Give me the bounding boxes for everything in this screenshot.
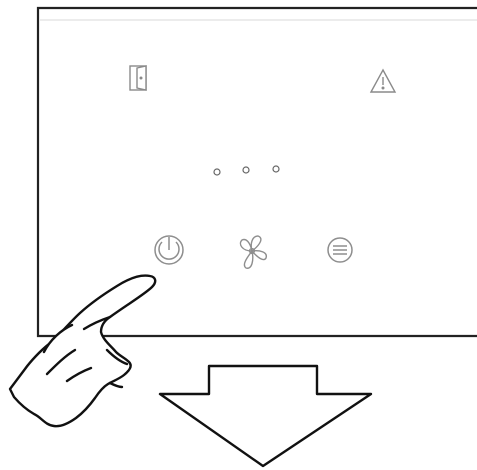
- down-arrow-icon: [160, 366, 371, 466]
- status-dot-3: [273, 166, 279, 172]
- warning-triangle-icon: [371, 70, 395, 92]
- power-button-icon[interactable]: [155, 236, 183, 264]
- fan-icon[interactable]: [240, 236, 266, 268]
- pointing-hand-icon: [10, 276, 155, 427]
- status-dot-1: [214, 169, 220, 175]
- status-dots: [214, 166, 279, 175]
- panel-frame: [38, 8, 477, 336]
- door-icon: [130, 66, 146, 90]
- menu-lines-icon[interactable]: [328, 238, 352, 262]
- status-dot-2: [243, 167, 249, 173]
